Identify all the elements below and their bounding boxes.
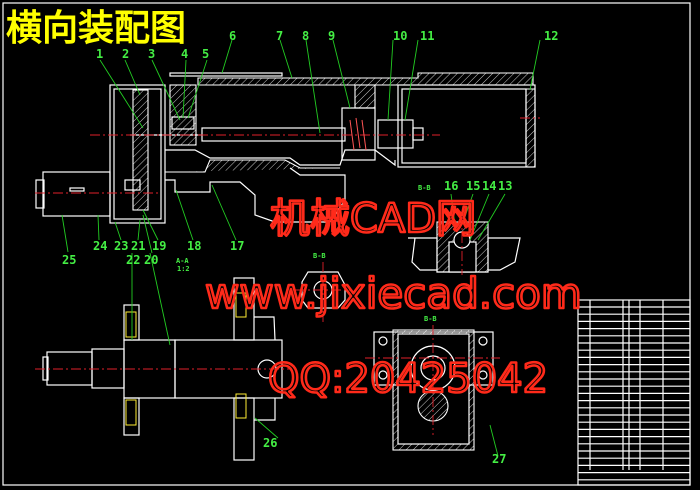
part-label-9: 9 (328, 29, 335, 43)
part-label-20: 20 (144, 253, 158, 267)
watermark-url: www.jixiecad.com (205, 269, 582, 318)
part-label-15: 15 (466, 179, 480, 193)
part-label-21: 21 (131, 239, 145, 253)
section-label-b-right: B-B (424, 315, 437, 323)
section-view-small (295, 262, 352, 322)
section-label-b-small: B-B (313, 252, 326, 260)
part-label-6: 6 (229, 29, 236, 43)
section-label-b-middle: B-B (418, 184, 431, 192)
part-label-8: 8 (302, 29, 309, 43)
leader-lines (61, 39, 541, 457)
section-scale-a: 1:2 (177, 265, 190, 273)
part-label-5: 5 (202, 47, 209, 61)
drawing-title: 横向装配图 (6, 7, 186, 49)
section-label-a: A-A (176, 257, 189, 265)
section-labels: A-A 1:2 B-B B-B B-B (176, 184, 437, 323)
main-assembly-view (35, 72, 540, 224)
part-label-26: 26 (263, 436, 277, 450)
part-label-18: 18 (187, 239, 201, 253)
part-label-12: 12 (544, 29, 558, 43)
part-label-11: 11 (420, 29, 434, 43)
bottom-view (35, 277, 290, 461)
watermark: 机械CAD网 www.jixiecad.com QQ:20425042 (204, 195, 583, 404)
watermark-qq: QQ:20425042 (268, 356, 548, 402)
part-label-19: 19 (152, 239, 166, 253)
part-label-25: 25 (62, 253, 76, 267)
part-label-13: 13 (498, 179, 512, 193)
part-label-2: 2 (122, 47, 129, 61)
part-number-labels: 1 2 3 4 5 6 7 8 9 10 11 12 13 14 15 16 1… (62, 29, 558, 466)
parts-list-table (577, 299, 691, 486)
watermark-site-name: 机械CAD网 (270, 196, 476, 242)
part-label-16: 16 (444, 179, 458, 193)
section-view-right (365, 325, 500, 451)
part-label-7: 7 (276, 29, 283, 43)
part-label-10: 10 (393, 29, 407, 43)
part-label-23: 23 (114, 239, 128, 253)
part-label-24: 24 (93, 239, 107, 253)
part-label-1: 1 (96, 47, 103, 61)
drawing-frame (2, 2, 691, 486)
part-label-3: 3 (148, 47, 155, 61)
part-label-4: 4 (181, 47, 188, 61)
part-label-22: 22 (126, 253, 140, 267)
part-label-27: 27 (492, 452, 506, 466)
part-label-14: 14 (482, 179, 496, 193)
part-label-17: 17 (230, 239, 244, 253)
